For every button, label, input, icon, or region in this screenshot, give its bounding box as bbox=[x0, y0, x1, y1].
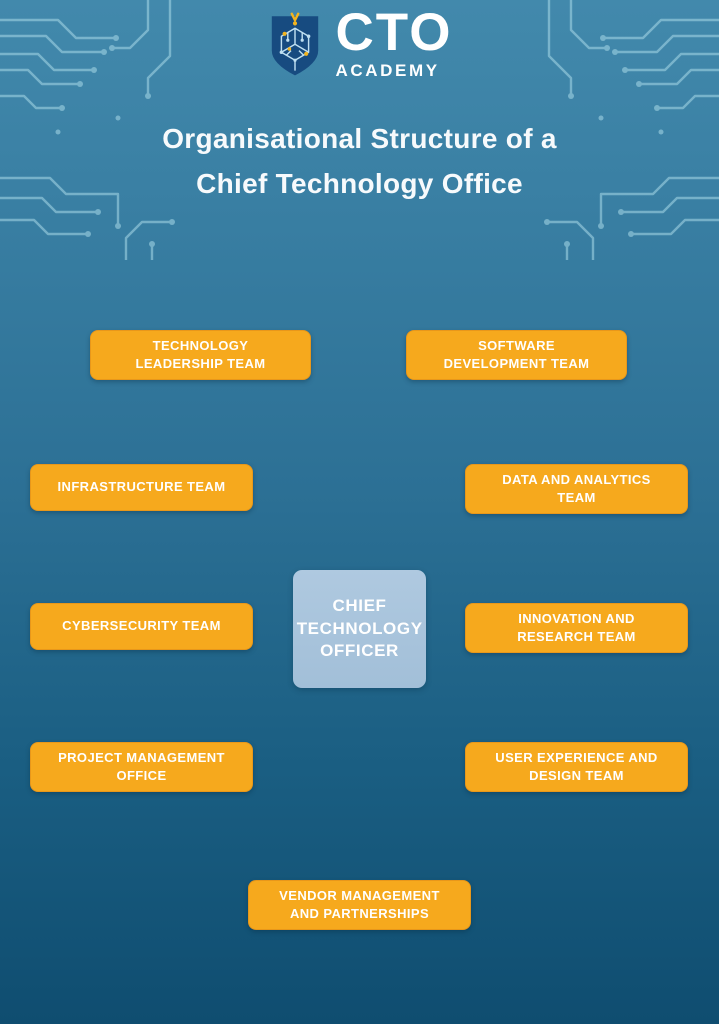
circuit-decoration-right bbox=[544, 0, 719, 260]
team-box-infrastructure: INFRASTRUCTURE TEAM bbox=[30, 464, 253, 511]
team-box-label: TECHNOLOGY LEADERSHIP TEAM bbox=[135, 338, 266, 372]
team-box-user-experience-design: USER EXPERIENCE AND DESIGN TEAM bbox=[465, 742, 688, 793]
logo-wordmark: CTO ACADEMY bbox=[335, 3, 453, 81]
page-title: Organisational Structure of a Chief Tech… bbox=[0, 116, 719, 206]
logo-brand-subtext: ACADEMY bbox=[335, 60, 440, 80]
team-box-software-development: SOFTWARE DEVELOPMENT TEAM bbox=[406, 330, 627, 381]
team-box-label: VENDOR MANAGEMENT AND PARTNERSHIPS bbox=[279, 888, 440, 922]
team-box-label: USER EXPERIENCE AND DESIGN TEAM bbox=[495, 750, 658, 784]
page-title-line1: Organisational Structure of a bbox=[162, 123, 557, 154]
cto-box-label: CHIEF TECHNOLOGY OFFICER bbox=[296, 595, 423, 661]
team-box-label: PROJECT MANAGEMENT OFFICE bbox=[58, 750, 225, 784]
page-title-line2: Chief Technology Office bbox=[196, 168, 523, 199]
team-box-label: INNOVATION AND RESEARCH TEAM bbox=[517, 611, 636, 645]
shield-logo-icon bbox=[271, 12, 318, 76]
cto-academy-logo: CTO ACADEMY bbox=[0, 3, 719, 81]
team-box-vendor-management: VENDOR MANAGEMENT AND PARTNERSHIPS bbox=[248, 880, 471, 931]
team-box-project-management: PROJECT MANAGEMENT OFFICE bbox=[30, 742, 253, 793]
team-box-label: CYBERSECURITY TEAM bbox=[62, 618, 221, 634]
team-box-cybersecurity: CYBERSECURITY TEAM bbox=[30, 603, 253, 650]
team-box-label: INFRASTRUCTURE TEAM bbox=[57, 479, 226, 495]
logo-brand-text: CTO bbox=[335, 3, 453, 62]
team-box-innovation-research: INNOVATION AND RESEARCH TEAM bbox=[465, 603, 688, 654]
team-box-label: DATA AND ANALYTICS TEAM bbox=[502, 472, 651, 506]
team-box-label: SOFTWARE DEVELOPMENT TEAM bbox=[443, 338, 590, 372]
circuit-decoration-left bbox=[0, 0, 175, 260]
chief-technology-officer-box: CHIEF TECHNOLOGY OFFICER bbox=[293, 570, 426, 688]
team-box-data-analytics: DATA AND ANALYTICS TEAM bbox=[465, 464, 688, 515]
team-box-technology-leadership: TECHNOLOGY LEADERSHIP TEAM bbox=[90, 330, 311, 381]
